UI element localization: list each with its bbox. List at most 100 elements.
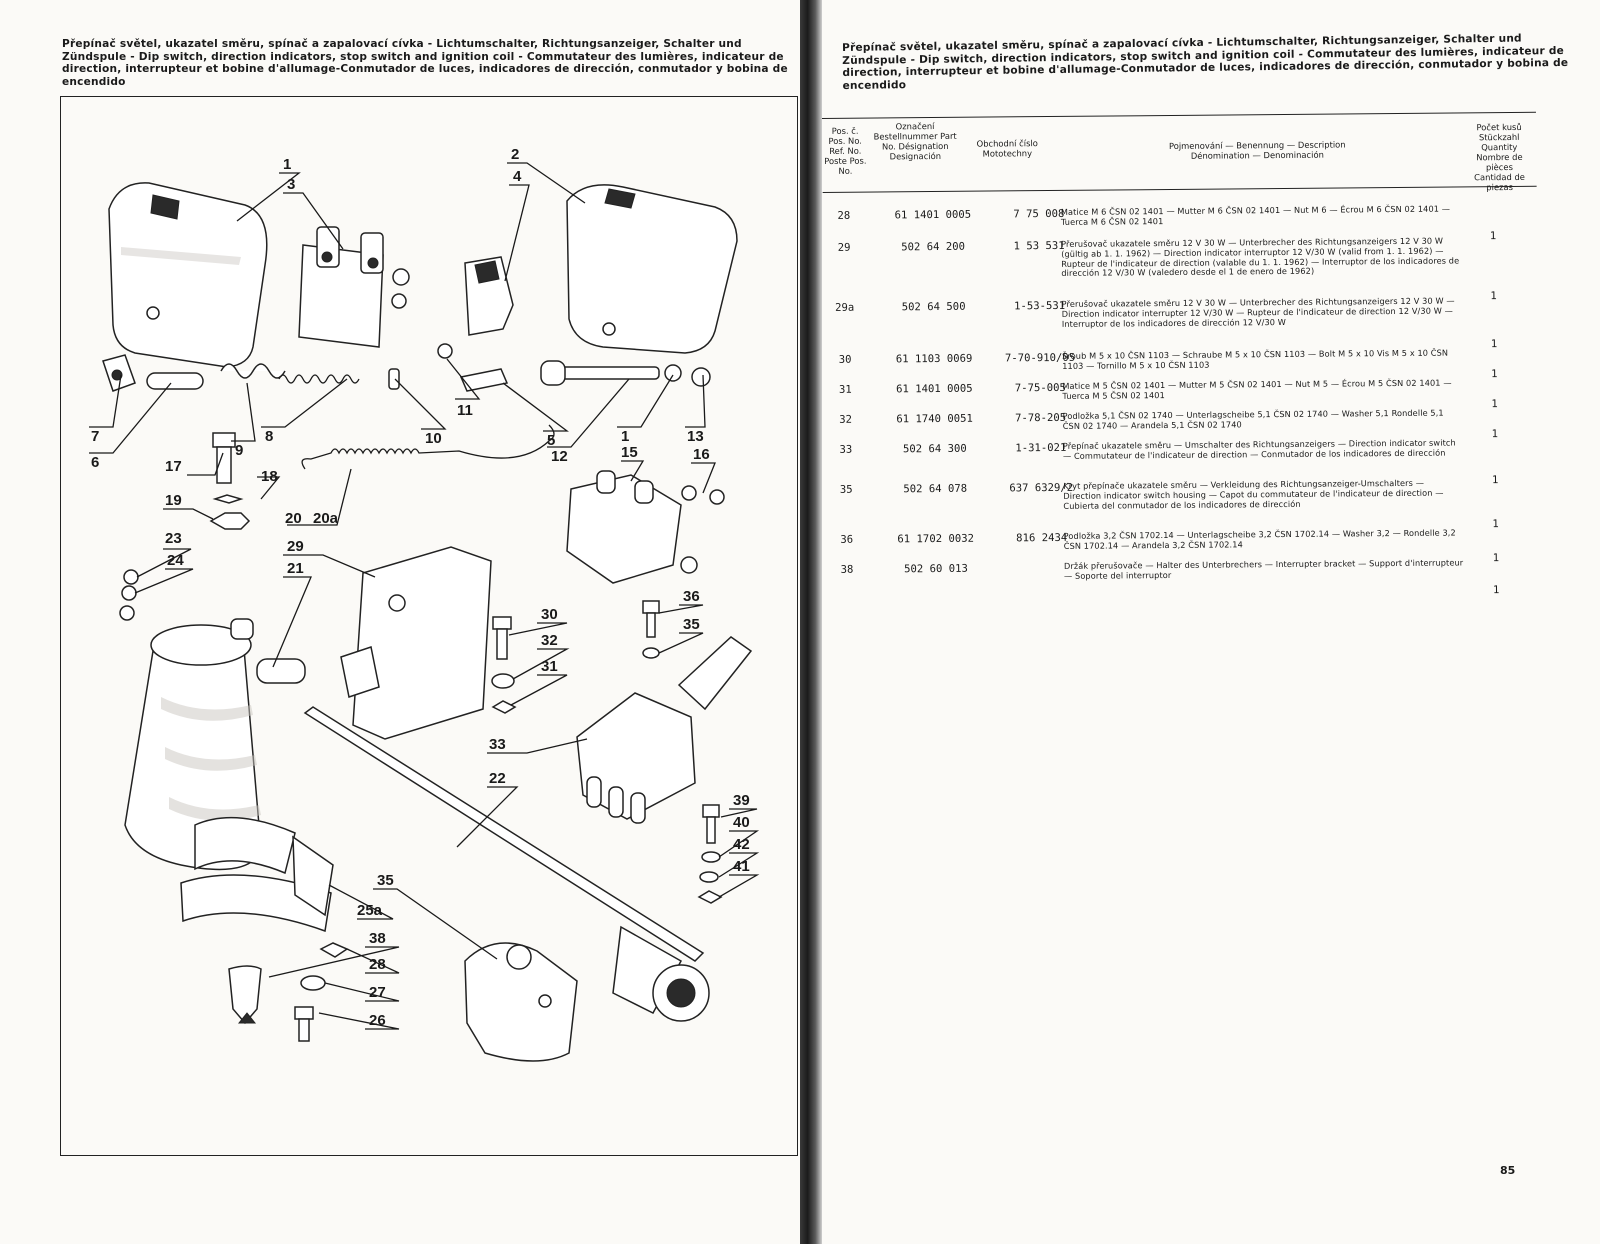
control-rod xyxy=(303,706,710,1022)
interrupter-box xyxy=(340,546,492,740)
row-description: Podložka 5,1 ČSN 02 1740 — Unterlagschei… xyxy=(1062,407,1444,431)
left-page-heading: Přepínač světel, ukazatel směru, spínač … xyxy=(62,38,788,88)
switch-body xyxy=(298,226,410,348)
table-top-rule xyxy=(822,111,1536,119)
book-gutter xyxy=(800,0,822,1244)
table-row: 36 61 1702 0032 816 2434 Podložka 3,2 ČS… xyxy=(826,527,1600,564)
callout-label: 22 xyxy=(489,770,506,787)
callout-label: 20a xyxy=(313,510,339,527)
callout-label: 33 xyxy=(489,736,506,753)
callout-label: 40 xyxy=(733,814,750,831)
callout-label: 6 xyxy=(91,454,99,471)
callout-label: 1 xyxy=(621,428,629,445)
callout-label: 17 xyxy=(165,458,182,475)
callout-label: 31 xyxy=(541,658,558,675)
exploded-parts-diagram: 1 3 2 4 7 6 9 8 10 11 5 12 1 13 17 18 19… xyxy=(60,96,798,1156)
row-description: Přerušovač ukazatele směru 12 V 30 W — U… xyxy=(1061,235,1460,279)
bolt-and-nut xyxy=(209,432,251,530)
callout-label: 13 xyxy=(687,428,704,445)
row-pos: 35 xyxy=(839,483,853,496)
direction-switch xyxy=(464,256,514,336)
row-quantity: 1 xyxy=(1490,338,1498,351)
column-header-part-no: Označení Bestellnummer Part No. Désignat… xyxy=(873,121,957,162)
row-pos: 33 xyxy=(839,443,853,456)
callout-label: 21 xyxy=(287,560,304,577)
callout-label: 42 xyxy=(733,836,750,853)
row-part-no: 61 1740 0051 xyxy=(896,412,973,426)
callout-label: 4 xyxy=(513,168,522,185)
row-quantity: 1 xyxy=(1492,518,1499,531)
callout-label: 29 xyxy=(287,538,304,555)
page-number: 85 xyxy=(1500,1164,1516,1177)
row-part-no: 61 1401 0005 xyxy=(896,382,973,396)
parts-table: Pos. č. Pos. No. Ref. No. Poste Pos. No.… xyxy=(822,111,1600,596)
table-header-rule xyxy=(822,185,1537,193)
return-spring xyxy=(301,424,555,470)
row-description: Držák přerušovače — Halter des Unterbrec… xyxy=(1063,557,1464,581)
row-description: Přepínač ukazatele směru — Umschalter de… xyxy=(1062,437,1456,461)
row-pos: 32 xyxy=(839,413,853,426)
row-part-no: 61 1702 0032 xyxy=(897,532,974,546)
row-quantity: 1 xyxy=(1492,552,1500,565)
row-part-no: 502 64 500 xyxy=(901,300,966,314)
row-pos: 28 xyxy=(837,209,851,222)
row-part-no: 502 64 200 xyxy=(901,240,966,254)
row-pos: 38 xyxy=(840,563,854,576)
callout-label: 15 xyxy=(621,444,638,461)
bracket-hardware xyxy=(228,942,349,1042)
row-description: Šroub M 5 x 10 ČSN 1103 — Schraube M 5 x… xyxy=(1062,347,1449,371)
column-header-trade-no: Obchodní číslo Mototechny xyxy=(976,138,1038,159)
callout-label: 32 xyxy=(541,632,558,649)
table-row: 28 61 1401 0005 7 75 008 Matice M 6 ČSN … xyxy=(823,203,1600,243)
callout-leaders xyxy=(89,162,760,1030)
left-page: Přepínač světel, ukazatel směru, spínač … xyxy=(60,38,798,1156)
row-quantity: 1 xyxy=(1491,398,1498,411)
parts-illustration: 1 3 2 4 7 6 9 8 10 11 5 12 1 13 17 18 19… xyxy=(89,146,760,1062)
switch-housing-cover xyxy=(464,942,578,1062)
dip-switch-housing xyxy=(108,182,268,368)
callout-label: 28 xyxy=(369,956,386,973)
row-quantity: 1 xyxy=(1490,290,1497,303)
callout-labels: 1 3 2 4 7 6 9 8 10 11 5 12 1 13 17 18 19… xyxy=(91,146,750,1029)
row-description: Matice M 5 ČSN 02 1401 — Mutter M 5 ČSN … xyxy=(1062,377,1452,401)
callout-label: 9 xyxy=(235,442,243,459)
callout-label: 38 xyxy=(369,930,386,947)
callout-label: 12 xyxy=(551,448,568,465)
callout-label: 7 xyxy=(91,428,99,445)
row-part-no: 61 1401 0005 xyxy=(894,208,972,222)
table-row: 33 502 64 300 1-31-021 Přepínač ukazatel… xyxy=(825,437,1600,486)
ignition-coil xyxy=(124,618,306,871)
callout-label: 25a xyxy=(357,902,383,919)
callout-label: 11 xyxy=(457,402,473,419)
row-description: Podložka 3,2 ČSN 1702.14 — Unterlagschei… xyxy=(1063,527,1456,551)
callout-label: 23 xyxy=(165,530,182,547)
callout-label: 39 xyxy=(733,792,750,809)
direction-indicator-switch xyxy=(576,636,753,824)
callout-label: 18 xyxy=(261,468,278,485)
row-pos: 29 xyxy=(837,241,851,254)
callout-label: 30 xyxy=(541,606,558,623)
row-pos: 31 xyxy=(838,383,852,396)
row-part-no: 502 64 300 xyxy=(902,442,967,456)
callout-label: 10 xyxy=(425,430,442,447)
row-quantity: 1 xyxy=(1491,474,1499,487)
callout-label: 35 xyxy=(377,872,394,889)
callout-label: 16 xyxy=(693,446,710,463)
callout-label: 2 xyxy=(511,146,519,163)
screws-and-washers xyxy=(491,600,660,714)
direction-switch-housing xyxy=(566,184,738,354)
row-pos: 36 xyxy=(840,533,854,546)
column-header-description: Pojmenování — Benennung — Description Dé… xyxy=(1168,139,1346,161)
row-quantity: 1 xyxy=(1491,368,1498,381)
small-hardware-row xyxy=(102,343,711,392)
row-quantity: 1 xyxy=(1489,230,1497,243)
row-part-no: 502 60 013 xyxy=(903,562,968,576)
row-pos: 29a xyxy=(835,301,855,314)
row-description: Kryt přepínače ukazatele směru — Verklei… xyxy=(1063,477,1444,511)
callout-label: 27 xyxy=(369,984,386,1001)
table-row: 38 502 60 013 Držák přerušovače — Halter… xyxy=(826,557,1600,596)
row-quantity: 1 xyxy=(1492,584,1500,597)
coil-bracket xyxy=(180,816,334,933)
bolt-stack xyxy=(697,804,723,904)
callout-label: 26 xyxy=(369,1012,386,1029)
